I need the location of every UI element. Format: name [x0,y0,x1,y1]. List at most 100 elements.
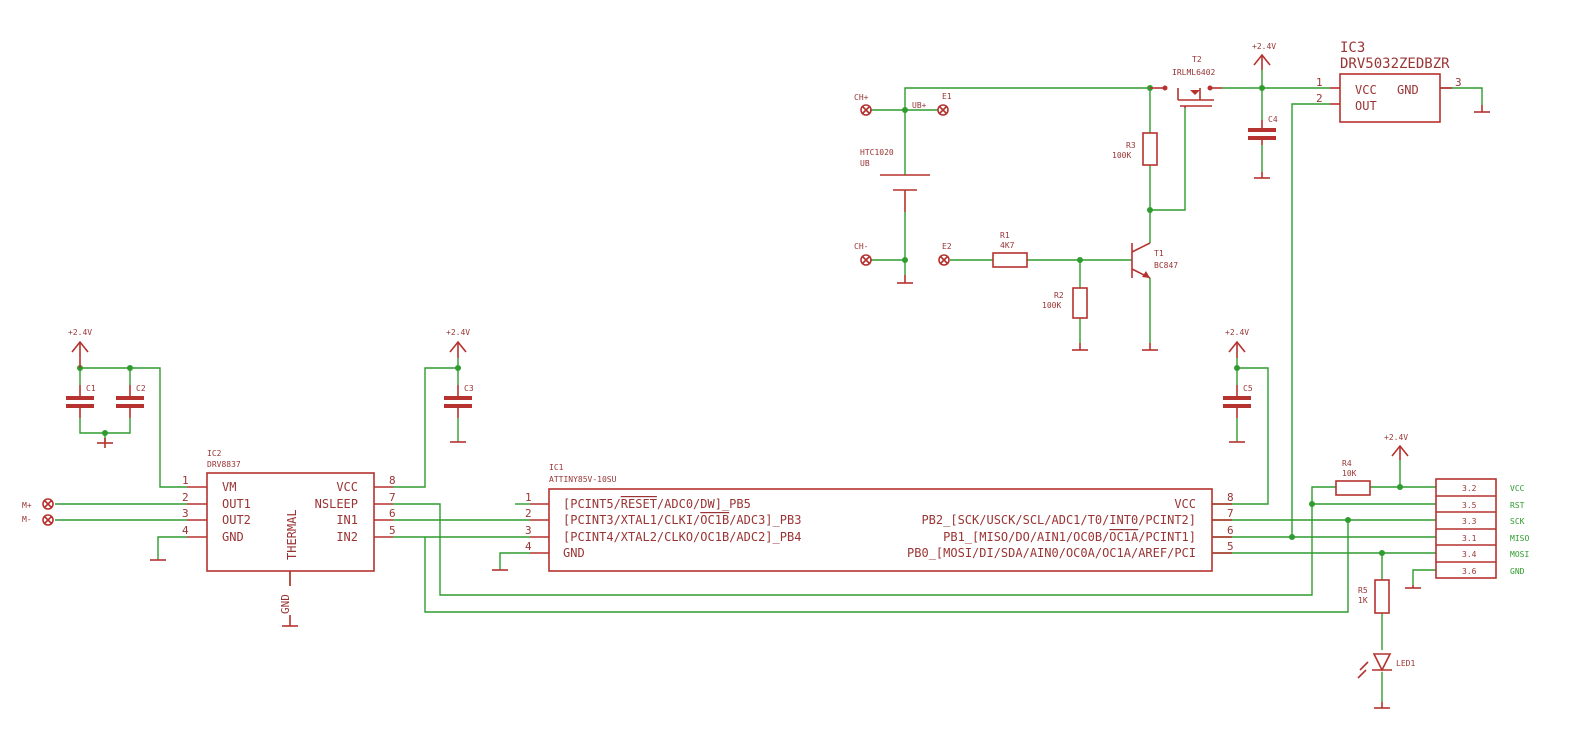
svg-text:4K7: 4K7 [1000,241,1015,250]
net-label-mosi: MOSI [1510,550,1529,559]
svg-text:R1: R1 [1000,231,1010,240]
ic2-name: IC2 [207,449,222,458]
capacitor-c1: C1 [66,384,96,418]
svg-text:3.2: 3.2 [1462,484,1477,493]
svg-text:R4: R4 [1342,459,1352,468]
svg-text:2: 2 [525,507,532,520]
resistor-r3: R3 100K [1112,132,1158,166]
capacitor-c3: C3 [444,384,474,418]
svg-text:[PCINT3/XTAL1/CLKI/OC1B/ADC3]_: [PCINT3/XTAL1/CLKI/OC1B/ADC3]_PB3 [563,513,801,527]
svg-text:R3: R3 [1126,141,1136,150]
led1: LED1 [1357,653,1415,679]
svg-text:CH+: CH+ [854,93,869,102]
svg-text:[PCINT4/XTAL2/CLKO/OC1B/ADC2]_: [PCINT4/XTAL2/CLKO/OC1B/ADC2]_PB4 [563,530,801,544]
motor-pads: M+ M- [22,498,54,526]
svg-text:3: 3 [182,507,189,520]
svg-text:VCC: VCC [336,480,358,494]
capacitor-label: C5 [1243,384,1253,393]
pad-ch-plus: CH+ [854,93,872,116]
capacitor-label: C4 [1268,115,1278,124]
ground-symbols [97,105,1490,709]
power-label: +2.4V [1225,328,1249,337]
net-label-ub-plus: UB+ [912,101,927,110]
battery-name: HTC1020 [860,148,894,157]
junctions [77,85,1403,556]
power-symbol-c5: +2.4V [1225,328,1249,358]
battery-net: UB [860,159,870,168]
svg-text:IN2: IN2 [336,530,358,544]
ic2-driver: IC2 DRV8837 1 2 3 4 VM OUT1 OUT2 GND 8 7… [182,449,396,614]
svg-text:6: 6 [389,507,396,520]
ic3-name: IC3 [1340,40,1365,56]
svg-text:PB1_[MISO/DO/AIN1/OC0B/OC1A/PC: PB1_[MISO/DO/AIN1/OC0B/OC1A/PCINT1] [943,530,1196,544]
svg-text:5: 5 [1227,540,1234,553]
pad-e2: E2 [938,242,952,266]
ic1-value: ATTINY85V-10SU [549,475,617,484]
svg-text:BC847: BC847 [1154,261,1178,270]
svg-text:E2: E2 [942,242,952,251]
svg-text:VCC: VCC [1174,497,1196,511]
power-symbol-c3: +2.4V [446,328,470,358]
svg-text:6: 6 [1227,524,1234,537]
svg-text:PB2_[SCK/USCK/SCL/ADC1/T0/INT0: PB2_[SCK/USCK/SCL/ADC1/T0/INT0/PCINT2] [921,513,1196,527]
svg-text:OUT: OUT [1355,99,1377,113]
net-label-miso: MISO [1510,534,1529,543]
capacitor-label: C3 [464,384,474,393]
svg-text:100K: 100K [1042,301,1061,310]
wires [55,70,1483,702]
net-label-gnd: GND [1510,567,1525,576]
power-label: +2.4V [446,328,470,337]
transistor-t1: T1 BC847 [1131,242,1178,279]
programming-header: 3.2 3.5 3.3 3.1 3.4 3.6 VCC RST SCK MISO… [1435,478,1529,579]
svg-text:3.5: 3.5 [1462,501,1477,510]
svg-text:3: 3 [525,524,532,537]
svg-text:8: 8 [1227,491,1234,504]
ic2-gnd-label: GND [279,594,292,614]
capacitor-label: C2 [136,384,146,393]
svg-text:4: 4 [525,540,532,553]
net-label-vcc: VCC [1510,484,1525,493]
resistor-r2: R2 100K [1042,287,1088,319]
power-label: +2.4V [1252,42,1276,51]
capacitor-label: C1 [86,384,96,393]
svg-text:7: 7 [389,491,396,504]
capacitor-c2: C2 [116,384,146,418]
motor-plus-label: M+ [22,501,32,510]
svg-text:2: 2 [1316,92,1323,105]
battery: HTC1020 UB [860,148,930,212]
ic3-hall-sensor: IC3 DRV5032ZEDBZR VCC GND OUT 1 2 3 [1316,40,1462,123]
pad-e1: E1 [937,92,952,116]
svg-text:[PCINT5/RESET/ADC0/DW]_PB5: [PCINT5/RESET/ADC0/DW]_PB5 [563,497,751,511]
svg-text:OUT1: OUT1 [222,497,251,511]
svg-text:R5: R5 [1358,586,1368,595]
svg-text:100K: 100K [1112,151,1131,160]
svg-text:3.4: 3.4 [1462,550,1477,559]
svg-text:1: 1 [525,491,532,504]
svg-text:3.1: 3.1 [1462,534,1477,543]
power-symbol-reset: +2.4V [1384,433,1409,460]
svg-text:GND: GND [563,546,585,560]
power-label: +2.4V [68,328,92,337]
pad-ch-minus: CH- [854,242,872,266]
svg-text:10K: 10K [1342,469,1357,478]
svg-text:1: 1 [182,474,189,487]
svg-text:3.6: 3.6 [1462,567,1477,576]
svg-text:1K: 1K [1358,596,1368,605]
ic1-mcu: IC1 ATTINY85V-10SU 1 2 3 4 [PCINT5/RESET… [525,463,1234,572]
svg-text:OUT2: OUT2 [222,513,251,527]
svg-text:IRLML6402: IRLML6402 [1172,68,1216,77]
svg-text:8: 8 [389,474,396,487]
resistor-r1: R1 4K7 [992,231,1028,268]
net-label-sck: SCK [1510,517,1525,526]
svg-text:R2: R2 [1054,291,1064,300]
power-symbol-top: +2.4V [1252,42,1276,70]
svg-text:E1: E1 [942,92,952,101]
svg-text:VCC: VCC [1355,83,1377,97]
motor-minus-label: M- [22,515,32,524]
svg-text:7: 7 [1227,507,1234,520]
svg-text:VM: VM [222,480,236,494]
charge-pads: CH+ E1 UB+ CH- E2 [854,92,952,266]
svg-text:3.3: 3.3 [1462,517,1477,526]
svg-text:T2: T2 [1192,55,1202,64]
